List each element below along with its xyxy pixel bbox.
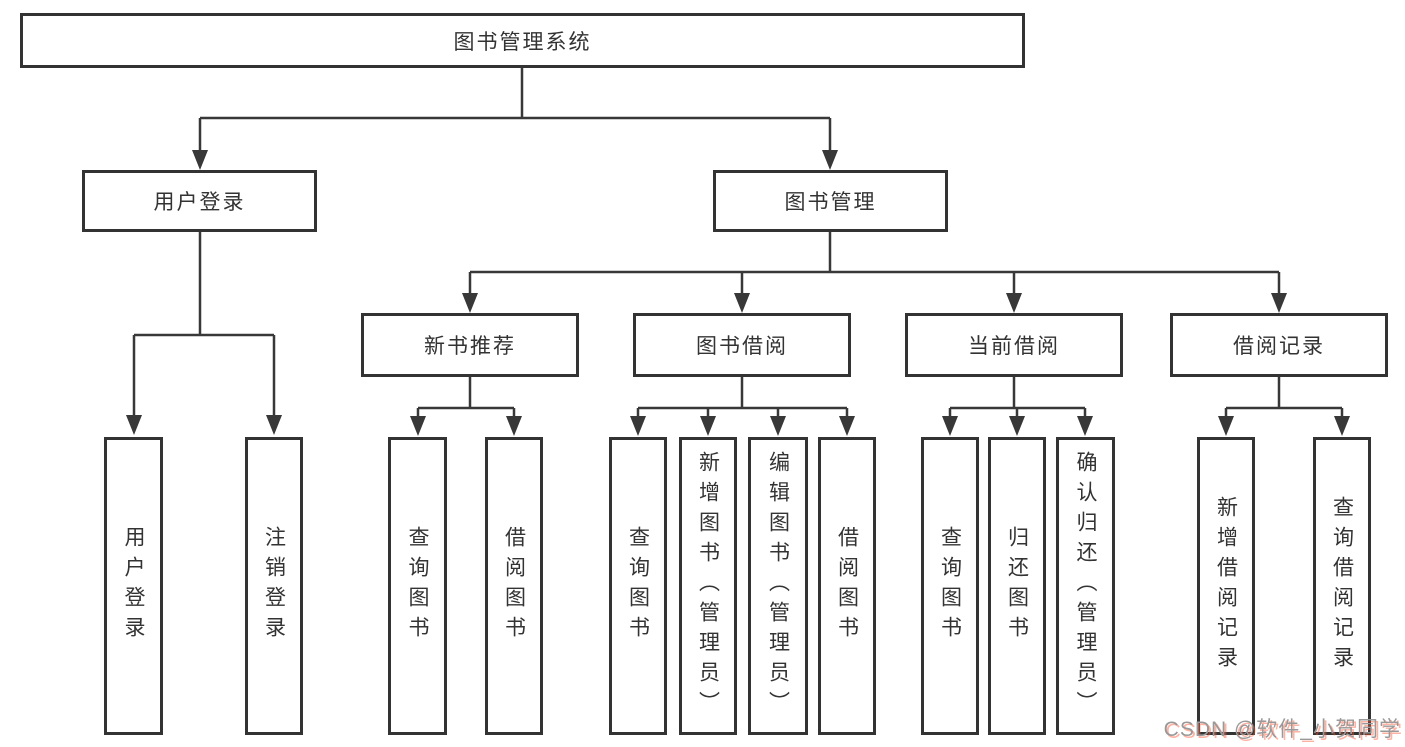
node-book-management: 图书管理 [713,170,948,232]
leaf-user-login: 用户登录 [104,437,163,735]
leaf-add-books-admin-label: 新增图书（管理员） [696,451,720,721]
leaf-logout-label: 注销登录 [262,526,286,646]
node-new-book-recommend-label: 新书推荐 [424,335,516,358]
node-borrowing-records-label: 借阅记录 [1233,335,1325,358]
leaf-query-books-2: 查询图书 [609,437,667,735]
leaf-borrow-books-1-label: 借阅图书 [502,526,526,646]
leaf-query-books-1: 查询图书 [388,437,447,735]
leaf-return-books: 归还图书 [988,437,1046,735]
leaf-return-books-label: 归还图书 [1005,526,1029,646]
node-new-book-recommend: 新书推荐 [361,313,579,377]
node-user-login: 用户登录 [82,170,317,232]
leaf-query-books-3: 查询图书 [921,437,979,735]
node-book-borrowing: 图书借阅 [633,313,851,377]
node-book-borrowing-label: 图书借阅 [696,335,788,358]
leaf-confirm-return-admin-label: 确认归还（管理员） [1074,451,1097,721]
leaf-query-books-3-label: 查询图书 [938,526,962,646]
leaf-add-borrow-record-label: 新增借阅记录 [1214,496,1238,676]
root-node: 图书管理系统 [20,13,1025,68]
node-user-login-label: 用户登录 [153,191,246,214]
root-node-label: 图书管理系统 [453,30,592,54]
leaf-add-borrow-record: 新增借阅记录 [1197,437,1255,735]
node-book-management-label: 图书管理 [784,191,877,214]
leaf-user-login-label: 用户登录 [122,526,145,646]
leaf-logout: 注销登录 [245,437,303,735]
leaf-add-books-admin: 新增图书（管理员） [679,437,737,735]
node-borrowing-records: 借阅记录 [1170,313,1388,377]
node-current-borrowing: 当前借阅 [905,313,1123,377]
leaf-query-borrow-record-label: 查询借阅记录 [1330,496,1354,676]
leaf-borrow-books-1: 借阅图书 [485,437,543,735]
csdn-watermark: CSDN @软件_小贺同学 [1163,718,1401,741]
leaf-query-books-2-label: 查询图书 [626,526,650,646]
leaf-borrow-books-2: 借阅图书 [818,437,876,735]
node-current-borrowing-label: 当前借阅 [968,335,1060,358]
leaf-edit-books-admin: 编辑图书（管理员） [748,437,808,735]
arrowheads [126,150,1350,436]
leaf-confirm-return-admin: 确认归还（管理员） [1056,437,1115,735]
leaf-edit-books-admin-label: 编辑图书（管理员） [766,451,790,721]
leaf-borrow-books-2-label: 借阅图书 [835,526,859,646]
leaf-query-books-1-label: 查询图书 [406,526,429,646]
leaf-query-borrow-record: 查询借阅记录 [1313,437,1371,735]
